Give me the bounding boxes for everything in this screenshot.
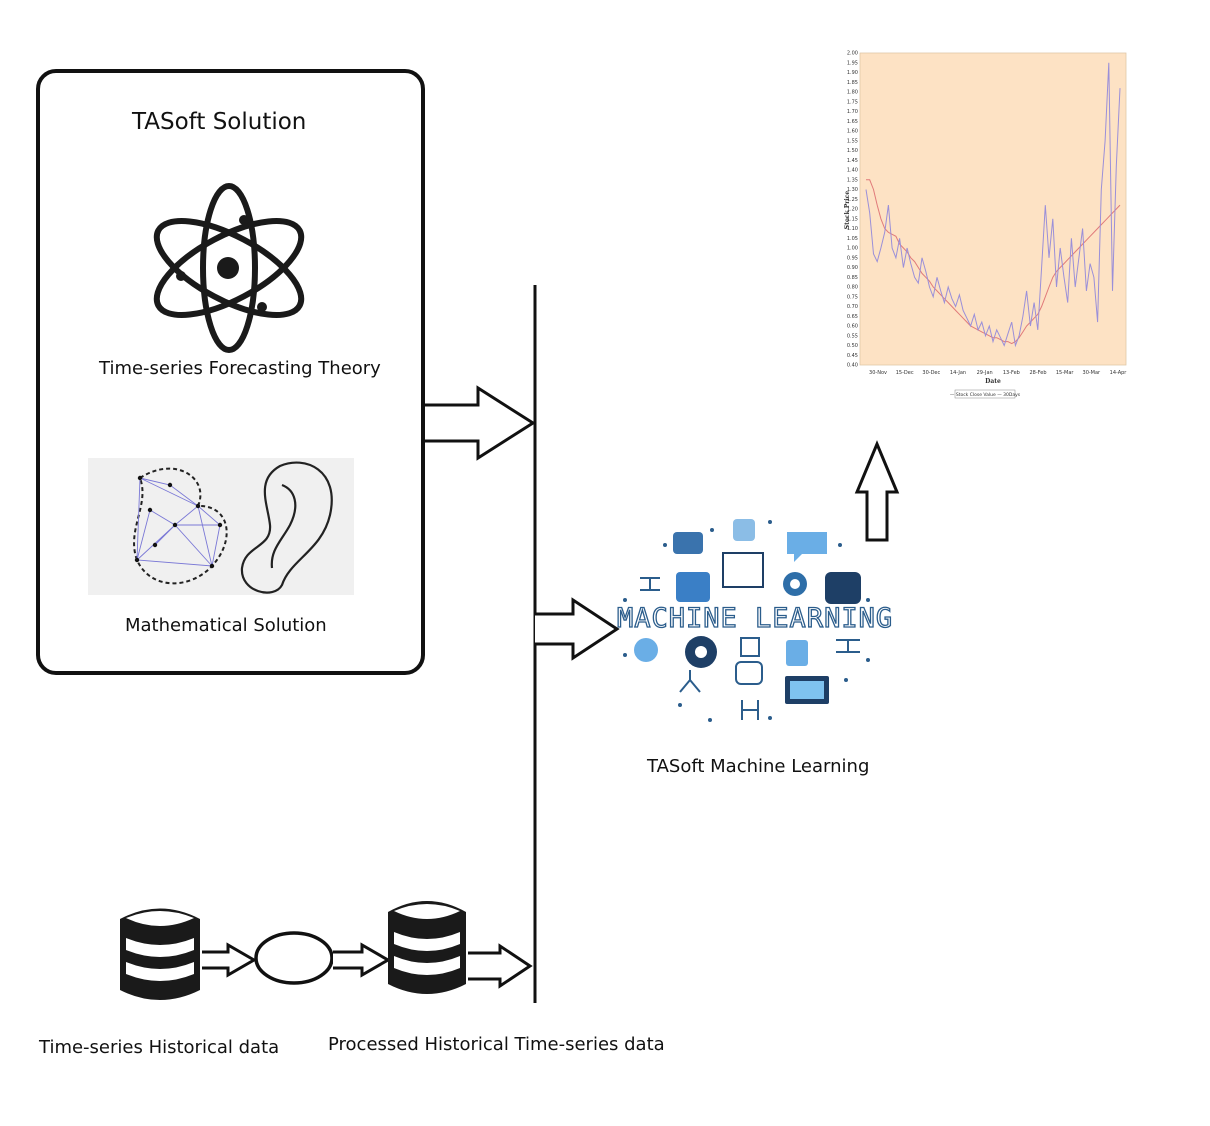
plot-area (859, 52, 1127, 366)
y-tick-label: 1.40 (847, 168, 858, 174)
x-axis-label: Date (985, 378, 1001, 385)
y-tick-label: 0.45 (847, 353, 858, 359)
database-processed-icon (388, 901, 466, 994)
legend-box (954, 389, 1016, 399)
y-tick-label: 0.40 (847, 363, 858, 369)
x-tick-label: 29-Jan (977, 370, 993, 376)
arrow-processed-to-bus (468, 943, 533, 989)
y-axis-label: Stock Price (844, 191, 851, 230)
x-tick-label: 15-Mar (1056, 370, 1075, 376)
process-node (254, 931, 334, 985)
solution-title: TASoft Solution (132, 109, 307, 135)
x-tick-label: 15-Dec (896, 370, 914, 376)
x-tick-label: 14-Apr (1110, 370, 1128, 376)
y-tick-label: 0.80 (847, 285, 858, 291)
ml-logo-text: MACHINE LEARNING (616, 602, 894, 634)
y-tick-label: 0.95 (847, 255, 858, 261)
x-tick-label: 14-Jan (950, 370, 966, 376)
x-tick-label: 30-Mar (1083, 370, 1102, 376)
y-tick-label: 1.95 (847, 60, 858, 66)
y-tick-label: 1.60 (847, 129, 858, 135)
y-tick-label: 1.80 (847, 90, 858, 96)
atom-icon (153, 183, 305, 353)
x-tick-label: 30-Nov (869, 370, 887, 376)
klein-bottle (240, 461, 333, 594)
x-tick-label: 28-Feb (1029, 370, 1046, 376)
y-tick-label: 1.15 (847, 216, 858, 222)
y-tick-label: 0.90 (847, 265, 858, 271)
y-tick-label: 1.65 (847, 119, 858, 125)
y-tick-label: 1.90 (847, 70, 858, 76)
y-tick-label: 1.20 (847, 207, 858, 213)
y-tick-label: 0.65 (847, 314, 858, 320)
y-tick-label: 0.50 (847, 343, 858, 349)
database-raw-icon (120, 908, 200, 1000)
y-tick-label: 1.45 (847, 158, 858, 164)
arrow-solution-to-bus (425, 385, 536, 461)
arrow-raw-to-process (202, 942, 258, 978)
y-tick-label: 0.75 (847, 294, 858, 300)
arrow-bus-to-ml (535, 597, 620, 661)
ml-label: TASoft Machine Learning (647, 756, 870, 777)
math-topology-image (88, 458, 354, 595)
arrow-ml-to-chart (854, 440, 900, 542)
y-tick-label: 2.00 (847, 51, 858, 57)
y-tick-label: 1.00 (847, 246, 858, 252)
x-tick-label: 13-Feb (1003, 370, 1020, 376)
math-label: Mathematical Solution (125, 615, 327, 636)
x-tick-labels: 30-Nov 15-Dec 30-Dec 14-Jan 29-Jan 13-Feb 28-F… (869, 370, 1127, 376)
y-tick-label: 1.10 (847, 226, 858, 232)
y-tick-label: 1.50 (847, 148, 858, 154)
x-tick-label: 30-Dec (922, 370, 940, 376)
raw-data-label: Time-series Historical data (39, 1037, 280, 1058)
series-line-close (865, 62, 1121, 348)
y-tick-label: 1.05 (847, 236, 858, 242)
y-tick-label: 1.55 (847, 138, 858, 144)
stock-chart: 0.40 0.45 0.50 0.55 0.60 0.65 0.70 0.75 0.80 0.85… (843, 45, 1131, 400)
y-tick-label: 1.35 (847, 177, 858, 183)
processed-data-label: Processed Historical Time-series data (328, 1034, 665, 1055)
legend-text: — Stock Close Value — 30Days (950, 392, 1021, 398)
y-tick-label: 1.30 (847, 187, 858, 193)
y-tick-label: 1.85 (847, 80, 858, 86)
y-tick-labels: 0.40 0.45 0.50 0.55 0.60 0.65 0.70 0.75 0.80 0.85… (847, 51, 858, 369)
y-tick-label: 1.25 (847, 197, 858, 203)
theory-label: Time-series Forecasting Theory (99, 358, 381, 379)
arrow-process-to-processed (333, 942, 392, 978)
y-tick-label: 0.70 (847, 304, 858, 310)
series-lines (865, 62, 1121, 348)
y-tick-label: 1.75 (847, 99, 858, 105)
ml-logo-icons (623, 519, 870, 722)
y-tick-label: 0.55 (847, 333, 858, 339)
y-tick-label: 1.70 (847, 109, 858, 115)
y-tick-label: 0.85 (847, 275, 858, 281)
y-tick-label: 0.60 (847, 324, 858, 330)
